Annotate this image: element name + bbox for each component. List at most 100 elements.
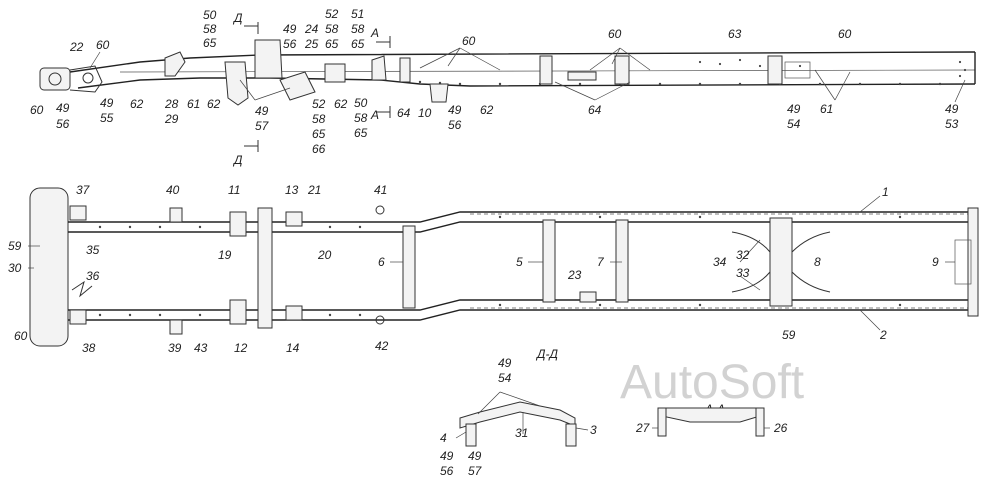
callout-label: 54 bbox=[498, 371, 512, 385]
callout-label: 4 bbox=[440, 431, 447, 445]
callout-label: 19 bbox=[218, 248, 232, 262]
front-bumper bbox=[29, 187, 69, 347]
callout-label: 58 bbox=[312, 112, 326, 126]
callout-label: 50 bbox=[354, 96, 368, 110]
plan-brackets bbox=[69, 205, 597, 335]
callout-label: 62 bbox=[207, 97, 221, 111]
callout-label: 63 bbox=[728, 27, 742, 41]
callout-label: 52 bbox=[312, 97, 326, 111]
right-rail-inner bbox=[68, 299, 975, 311]
callout-label: 62 bbox=[480, 103, 494, 117]
callout-label: 49 bbox=[945, 102, 959, 116]
left-rail-outer bbox=[68, 211, 975, 223]
callout-label: 6 bbox=[378, 255, 385, 269]
callout-label: 62 bbox=[130, 97, 144, 111]
crossmember-31-profile bbox=[459, 401, 576, 429]
plan-rivets bbox=[98, 215, 902, 317]
callout-label: 58 bbox=[354, 111, 368, 125]
callout-label: 55 bbox=[100, 111, 114, 125]
callout-label: 49 bbox=[448, 103, 462, 117]
callout-label: 49 bbox=[498, 356, 512, 370]
callout-label: 49 bbox=[56, 101, 70, 115]
rear-end-plate bbox=[967, 207, 979, 317]
plan-view: 37 40 11 13 21 41 1 59 35 30 19 20 6 5 7… bbox=[8, 183, 979, 355]
callout-label: 12 bbox=[234, 341, 248, 355]
callout-label: 11 bbox=[228, 183, 240, 197]
callout-label: 60 bbox=[462, 34, 476, 48]
bracket-26 bbox=[755, 407, 765, 437]
callout-label: 64 bbox=[588, 103, 602, 117]
side-leaders bbox=[89, 47, 966, 103]
callout-label: 56 bbox=[440, 464, 454, 478]
callout-label: 56 bbox=[283, 37, 297, 51]
callout-label: 37 bbox=[76, 183, 91, 197]
callout-label: 2 bbox=[879, 328, 887, 342]
callout-label: 32 bbox=[736, 248, 750, 262]
callout-label: 60 bbox=[96, 38, 110, 52]
callout-label: 27 bbox=[635, 421, 651, 435]
front-tow-assembly bbox=[39, 65, 103, 93]
callout-label: 29 bbox=[164, 112, 179, 126]
callout-label: 56 bbox=[448, 118, 462, 132]
callout-label: 58 bbox=[325, 22, 339, 36]
plan-leaders bbox=[28, 195, 955, 331]
callout-label: 31 bbox=[515, 426, 528, 440]
callout-label: 56 bbox=[56, 117, 70, 131]
side-rail-bottom-edge bbox=[77, 77, 976, 89]
callout-label: 25 bbox=[304, 37, 319, 51]
callout-label: 65 bbox=[354, 126, 368, 140]
callout-label: 62 bbox=[334, 97, 348, 111]
side-rail-top-edge bbox=[69, 51, 976, 73]
callout-label: 5 bbox=[516, 255, 523, 269]
callout-label: 51 bbox=[351, 7, 364, 21]
callout-label: 57 bbox=[255, 119, 270, 133]
callout-label: 60 bbox=[838, 27, 852, 41]
callout-label: 65 bbox=[351, 37, 365, 51]
callout-label: 59 bbox=[782, 328, 796, 342]
callout-label: 20 bbox=[317, 248, 332, 262]
section-title-dd: Д-Д bbox=[535, 347, 558, 361]
callout-label: 38 bbox=[82, 341, 96, 355]
callout-label: 53 bbox=[945, 117, 959, 131]
right-rail-outer bbox=[68, 309, 975, 321]
section-mark-label: А bbox=[370, 26, 379, 40]
section-aa: А-А 27 26 bbox=[635, 402, 788, 437]
callout-label: 8 bbox=[814, 255, 821, 269]
callout-label: 10 bbox=[418, 106, 432, 120]
bracket-3 bbox=[565, 423, 577, 447]
section-dd: Д-Д 49 54 31 4 3 49 56 49 57 bbox=[440, 347, 597, 478]
section-mark-label: Д bbox=[232, 11, 243, 25]
callout-label: 58 bbox=[203, 22, 217, 36]
callout-label: 34 bbox=[713, 255, 727, 269]
callout-label: 59 bbox=[8, 239, 22, 253]
callout-label: 65 bbox=[325, 37, 339, 51]
crossmembers bbox=[257, 207, 831, 329]
callout-label: 28 bbox=[164, 97, 179, 111]
callout-label: 49 bbox=[283, 22, 297, 36]
callout-label: 52 bbox=[325, 7, 339, 21]
callout-label: 49 bbox=[440, 449, 454, 463]
section-marks bbox=[244, 22, 391, 152]
callout-label: 60 bbox=[608, 27, 622, 41]
callout-label: 54 bbox=[787, 117, 801, 131]
section-mark-label: А bbox=[370, 108, 379, 122]
callout-label: 26 bbox=[773, 421, 788, 435]
bracket-27 bbox=[657, 407, 667, 437]
watermark: AutoSoft bbox=[620, 356, 804, 409]
callout-label: 39 bbox=[168, 341, 182, 355]
callout-label: 43 bbox=[194, 341, 208, 355]
side-rail-rivets bbox=[418, 58, 967, 86]
callout-label: 60 bbox=[14, 329, 28, 343]
callout-label: 9 bbox=[932, 255, 939, 269]
callout-label: 7 bbox=[597, 255, 605, 269]
callout-label: 57 bbox=[468, 464, 483, 478]
callout-label: 3 bbox=[590, 423, 597, 437]
callout-label: 49 bbox=[255, 104, 269, 118]
callout-label: 49 bbox=[787, 102, 801, 116]
callout-label: 42 bbox=[375, 339, 389, 353]
callout-label: 64 bbox=[397, 106, 411, 120]
callout-label: 24 bbox=[304, 22, 319, 36]
callout-label: 60 bbox=[30, 103, 44, 117]
callout-label: 65 bbox=[203, 36, 217, 50]
callout-label: 40 bbox=[166, 183, 180, 197]
